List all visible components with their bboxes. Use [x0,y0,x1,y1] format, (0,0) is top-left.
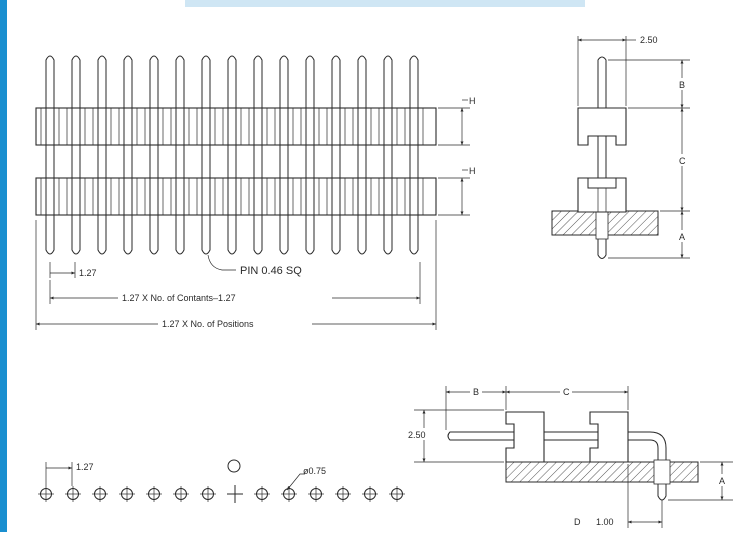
front-pin [305,55,315,255]
side-dim-a: A [679,232,685,242]
right-angle-dim-b: B [473,387,479,397]
front-body-ribs [40,108,424,215]
footprint-hole [362,486,378,502]
footprint-hole [200,486,216,502]
right-angle-dim-d: D [574,517,581,527]
footprint-pitch-label: 1.27 [76,462,94,472]
side-dim-b: B [679,80,685,90]
front-pin [201,55,211,255]
footprint-hole [119,486,135,502]
front-pin [97,55,107,255]
front-pin [409,55,419,255]
front-pin [123,55,133,255]
height-label-top: H [469,96,476,106]
right-angle-pin-offset: 1.00 [596,517,614,527]
front-pin [279,55,289,255]
footprint-hole [146,486,162,502]
front-pin [71,55,81,255]
hole-diameter-label: ø0.75 [303,466,326,476]
side-dim-c: C [679,156,686,166]
side-view: 2.50 B C A [551,35,690,259]
front-pins [45,55,419,255]
footprint-hole [65,486,81,502]
footprint-hole [335,486,351,502]
front-pin [331,55,341,255]
pin-size-label: PIN 0.46 SQ [240,265,302,277]
positions-dimension-label: 1.27 X No. of Positions [162,319,254,329]
right-angle-height-label: 2.50 [408,430,426,440]
right-angle-view: B C 2.50 A D 1.00 [406,386,733,528]
right-angle-dim-c: C [563,387,570,397]
front-pin [149,55,159,255]
footprint-hole [38,486,54,502]
front-view: H H 1.27 PIN 0.46 SQ 1.27 X No. of Conta… [35,55,476,330]
reference-circle [227,459,241,473]
front-pin [227,55,237,255]
height-label-bottom: H [469,166,476,176]
right-angle-dim-a: A [719,476,725,486]
pcb-footprint: 1.27 ø0.75 [38,459,405,503]
contacts-dimension-label: 1.27 X No. of Contants–1.27 [122,293,236,303]
footprint-hole [92,486,108,502]
left-accent-bar [0,0,7,532]
side-width-label: 2.50 [640,35,658,45]
footprint-hole [281,486,297,502]
front-pin [383,55,393,255]
footprint-hole [308,486,324,502]
front-pin [175,55,185,255]
footprint-hole [389,486,405,502]
top-accent-band [185,0,585,7]
footprint-holes [38,485,405,503]
footprint-hole [173,486,189,502]
front-pin [253,55,263,255]
footprint-hole [254,486,270,502]
front-pin [357,55,367,255]
front-pin [45,55,55,255]
pin-pitch-label: 1.27 [79,268,97,278]
